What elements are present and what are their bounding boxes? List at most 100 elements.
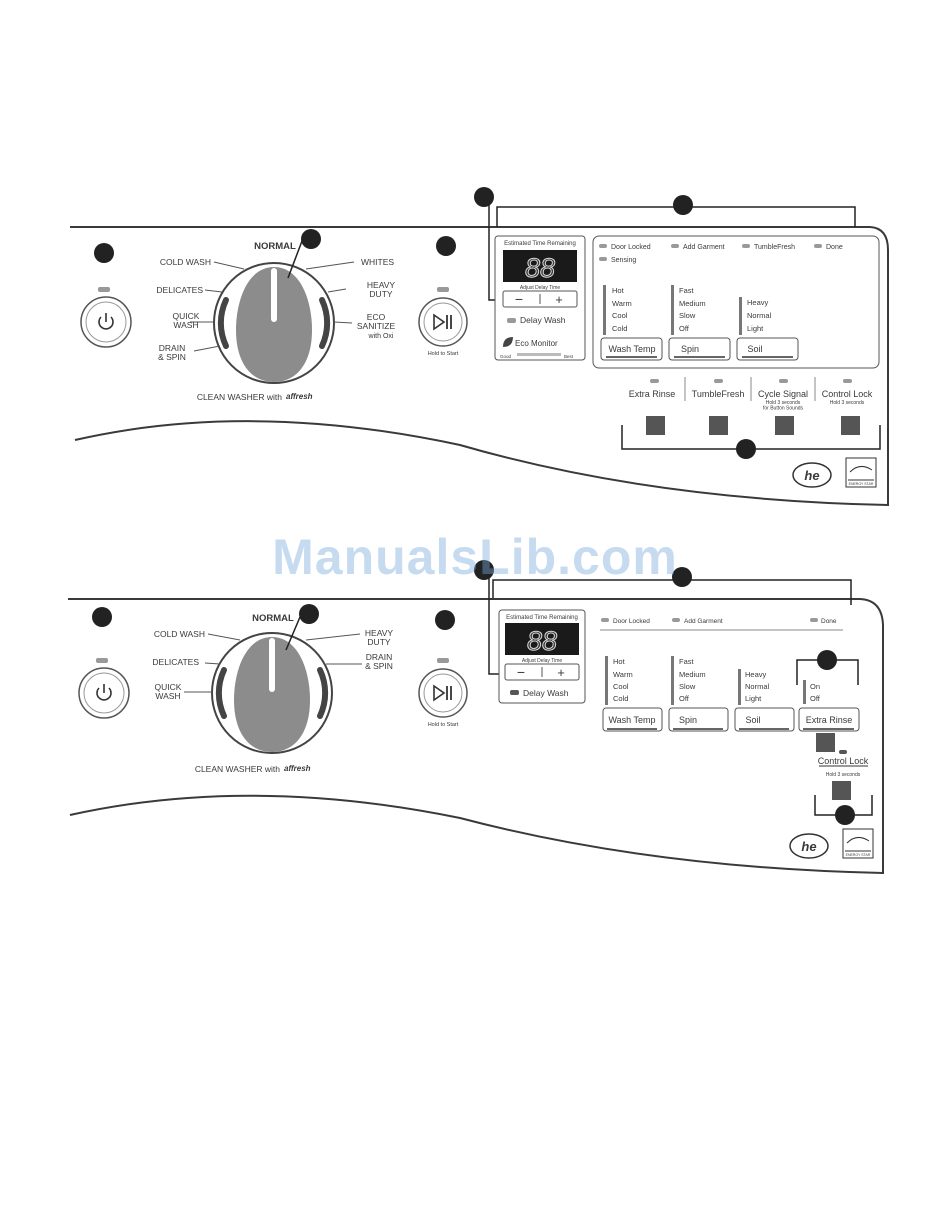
status-led-add-garment xyxy=(671,244,679,248)
extra-rinse-square-2[interactable] xyxy=(816,733,835,752)
start-indicator xyxy=(437,287,449,292)
status-led-add-garment-2 xyxy=(672,618,680,622)
start-indicator-2 xyxy=(437,658,449,663)
level-medium-2: Medium xyxy=(679,670,706,679)
wash-temp-button[interactable] xyxy=(600,337,663,361)
spin-label[interactable]: Spin xyxy=(681,344,699,354)
cycle-signal-button[interactable] xyxy=(775,416,794,435)
he-logo-text: he xyxy=(804,468,819,483)
dial-label-delicates: DELICATES xyxy=(156,285,203,295)
level-fast-2: Fast xyxy=(679,657,695,666)
cycle-dial-2[interactable] xyxy=(211,632,333,754)
panel-1-outline xyxy=(70,226,889,507)
level-cool-2: Cool xyxy=(613,682,629,691)
callout-start-2 xyxy=(435,610,455,630)
delay-minus-icon[interactable]: − xyxy=(517,664,525,680)
callout-extras-bracket xyxy=(621,425,881,450)
display-title: Estimated Time Remaining xyxy=(504,241,576,247)
panel-2-outline xyxy=(68,598,884,875)
callout-dial-2 xyxy=(299,604,319,624)
control-lock-button-2[interactable] xyxy=(832,781,851,800)
callout-options-bracket xyxy=(496,206,856,227)
level-medium: Medium xyxy=(679,299,706,308)
spin-button[interactable] xyxy=(668,337,731,361)
callout-control-lock-bracket-2 xyxy=(814,795,873,816)
power-indicator xyxy=(98,287,110,292)
dial-label-affresh: affresh xyxy=(286,392,313,401)
status-led-tumblefresh xyxy=(742,244,750,248)
extra-rinse-button[interactable] xyxy=(646,416,665,435)
dial-label-whites: WHITES xyxy=(361,257,394,267)
callout-display-leader-2 xyxy=(483,569,503,675)
he-logo-text-2: he xyxy=(801,839,816,854)
delay-plus-icon[interactable]: + xyxy=(557,665,565,680)
adjust-delay-label: Adjust Delay Time xyxy=(520,285,561,291)
level-off-2: Off xyxy=(679,694,690,703)
soil-button[interactable] xyxy=(736,337,799,361)
level-normal-2: Normal xyxy=(745,682,770,691)
eco-monitor-label: Eco Monitor xyxy=(515,339,558,348)
dial-label-affresh-2: affresh xyxy=(284,764,311,773)
callout-start xyxy=(436,236,456,256)
spin-button-2[interactable] xyxy=(668,707,729,732)
eco-best-label: Best xyxy=(564,354,574,359)
soil-button-2[interactable] xyxy=(734,707,795,732)
play-pause-icon xyxy=(433,684,452,702)
power-icon xyxy=(98,313,114,330)
spin-label-2[interactable]: Spin xyxy=(679,715,697,725)
callout-options xyxy=(673,195,693,215)
energy-star-icon xyxy=(845,457,877,488)
delay-wash-indicator-2 xyxy=(510,690,519,695)
control-lock-button[interactable] xyxy=(841,416,860,435)
extra-rinse-button-2[interactable] xyxy=(798,707,860,732)
display-digits-2: 88 xyxy=(527,626,557,656)
control-lock-led xyxy=(843,379,852,383)
level-hot-2: Hot xyxy=(613,657,626,666)
watermark: ManualsLib.com xyxy=(272,529,678,585)
status-led-door-locked-2 xyxy=(601,618,609,622)
control-lock-hint: Hold 3 seconds xyxy=(830,400,865,406)
delay-wash-label: Delay Wash xyxy=(520,315,566,325)
control-lock-label: Control Lock xyxy=(822,389,873,399)
display-digits: 88 xyxy=(525,253,555,283)
spin-level-bar-2 xyxy=(671,656,674,705)
callout-extra-rinse-bracket-2 xyxy=(796,659,859,685)
dial-label-clean-washer: CLEAN WASHER with xyxy=(197,392,282,402)
status-sensing: Sensing xyxy=(611,257,636,264)
level-slow: Slow xyxy=(679,311,696,320)
start-hint: Hold to Start xyxy=(428,351,459,357)
wash-temp-label[interactable]: Wash Temp xyxy=(608,344,655,354)
soil-label-2[interactable]: Soil xyxy=(745,715,760,725)
status-led-done xyxy=(814,244,822,248)
dial-label-cold-wash: COLD WASH xyxy=(160,257,211,267)
status-led-sensing xyxy=(599,257,607,261)
he-logo-icon xyxy=(792,462,832,488)
cycle-dial[interactable] xyxy=(213,262,335,384)
delay-minus-icon[interactable]: − xyxy=(515,291,523,307)
level-cool: Cool xyxy=(612,311,628,320)
soil-level-bar-2 xyxy=(738,669,741,705)
level-heavy-2: Heavy xyxy=(745,670,767,679)
soil-label[interactable]: Soil xyxy=(747,344,762,354)
adjust-delay-label-2: Adjust Delay Time xyxy=(522,658,563,664)
cycle-signal-led xyxy=(779,379,788,383)
start-hint-2: Hold to Start xyxy=(428,722,459,728)
level-fast: Fast xyxy=(679,286,695,295)
callout-options-2 xyxy=(672,567,692,587)
status-door-locked-2: Door Locked xyxy=(613,618,650,625)
tumblefresh-button[interactable] xyxy=(709,416,728,435)
wash-temp-button-2[interactable] xyxy=(602,707,663,732)
delay-plus-icon[interactable]: + xyxy=(555,292,563,307)
level-heavy: Heavy xyxy=(747,298,769,307)
power-button[interactable] xyxy=(80,296,132,348)
extra-rinse-label-2[interactable]: Extra Rinse xyxy=(806,715,853,725)
level-warm-2: Warm xyxy=(613,670,633,679)
level-on-2: On xyxy=(810,682,820,691)
wash-temp-label-2[interactable]: Wash Temp xyxy=(608,715,655,725)
delay-wash-indicator xyxy=(507,318,516,323)
status-done: Done xyxy=(826,244,843,251)
dial-label-drain-spin-2: DRAIN& SPIN xyxy=(365,652,393,671)
level-light: Light xyxy=(747,324,764,333)
